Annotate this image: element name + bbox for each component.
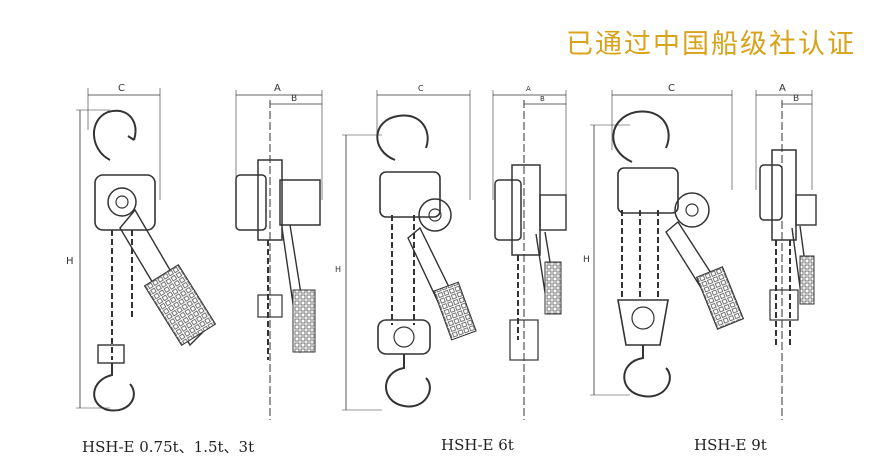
hoist-front-view-small	[76, 88, 217, 412]
dim-label-b-fig2: B	[540, 95, 545, 103]
hoist-side-view-9t	[755, 90, 817, 420]
dim-label-a-fig3: A	[779, 83, 786, 94]
hoist-front-view-9t	[590, 90, 745, 398]
dim-label-c-fig2: C	[418, 84, 424, 93]
dim-label-b-fig1: B	[291, 94, 297, 104]
certification-headline: 已通过中国船级社认证	[566, 29, 856, 60]
dim-label-a-fig2: A	[526, 85, 531, 93]
dim-label-h-fig2: H	[335, 265, 341, 274]
hoist-side-view-small	[235, 90, 323, 420]
caption-9t-model: HSH-E 9t	[694, 436, 767, 454]
hoist-front-view-6t	[342, 90, 477, 411]
hoist-side-view-6t	[492, 90, 567, 420]
dim-label-a-fig1: A	[274, 83, 281, 94]
dim-label-h-fig3: H	[583, 255, 590, 265]
caption-6t-model: HSH-E 6t	[441, 436, 514, 454]
dim-label-b-fig3: B	[793, 94, 799, 104]
dim-label-c-fig3: C	[668, 83, 675, 94]
dim-label-c-fig1: C	[118, 83, 125, 94]
caption-small-models: HSH-E 0.75t、1.5t、3t	[82, 438, 255, 456]
dim-label-h-fig1: H	[66, 256, 74, 267]
